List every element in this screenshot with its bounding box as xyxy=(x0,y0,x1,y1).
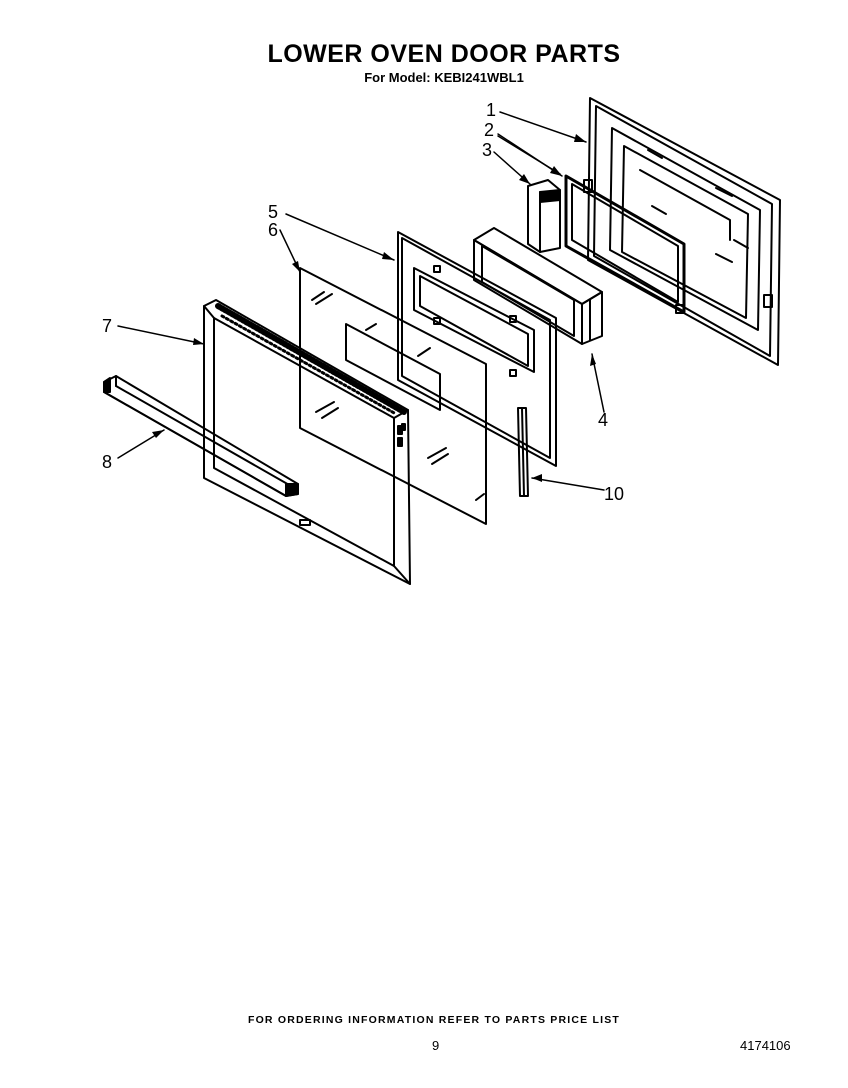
part-5-inner-frame xyxy=(397,231,557,467)
part-8-door-handle xyxy=(103,375,299,497)
callout-labels: 1 2 3 4 5 6 7 8 10 xyxy=(102,100,624,504)
model-subtitle: For Model: KEBI241WBL1 xyxy=(364,70,524,85)
callout-2: 2 xyxy=(484,120,494,140)
callout-1: 1 xyxy=(486,100,496,120)
callout-8: 8 xyxy=(102,452,112,472)
part-6-glass-panel xyxy=(299,267,487,525)
callout-6: 6 xyxy=(268,220,278,240)
page-title: LOWER OVEN DOOR PARTS xyxy=(267,40,621,68)
part-3-bracket xyxy=(527,179,561,253)
callout-5: 5 xyxy=(268,202,278,222)
part-4-window-spacer xyxy=(473,227,603,345)
callout-leader-lines xyxy=(117,111,605,491)
callout-arrowheads xyxy=(152,134,596,482)
document-number: 4174106 xyxy=(740,1038,791,1053)
callout-3: 3 xyxy=(482,140,492,160)
part-10-trim-strip xyxy=(517,407,529,497)
part-1-inner-door-panel xyxy=(583,97,781,366)
part-7-outer-door-frame xyxy=(203,299,411,585)
callout-4: 4 xyxy=(598,410,608,430)
ordering-info-note: FOR ORDERING INFORMATION REFER TO PARTS … xyxy=(247,1014,621,1026)
page-number: 9 xyxy=(432,1038,440,1053)
callout-10: 10 xyxy=(604,484,624,504)
part-2-door-gasket xyxy=(564,174,686,314)
callout-7: 7 xyxy=(102,316,112,336)
